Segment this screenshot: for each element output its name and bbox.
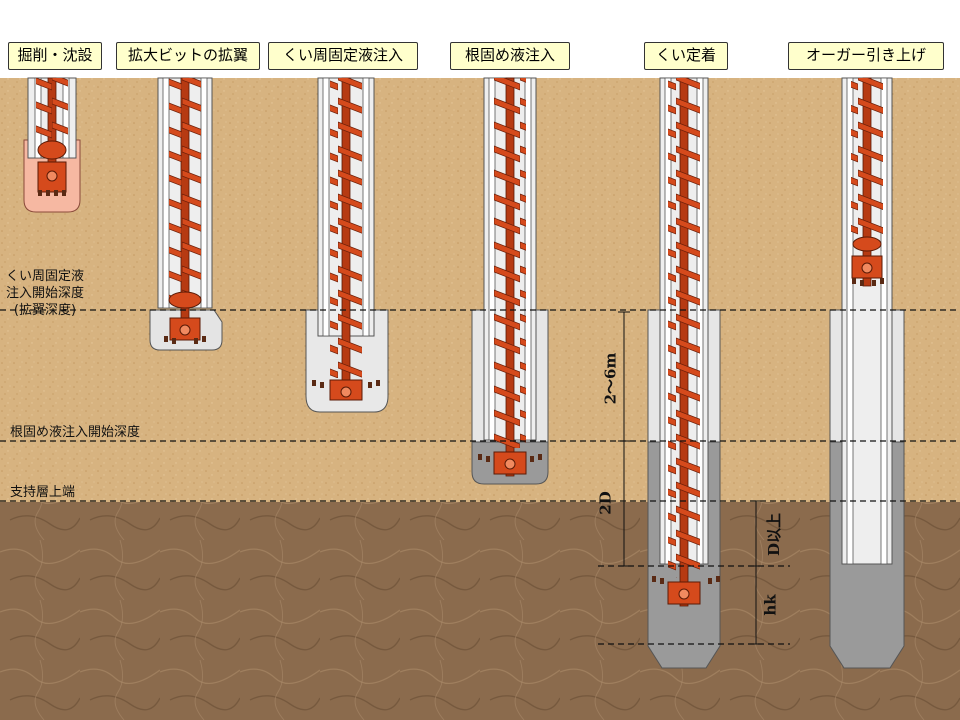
dimension-2-6m-label: 2～6m (601, 352, 620, 405)
step-label-bit-expansion: 拡大ビットの拡翼 (116, 42, 260, 70)
dimension-hk-label: hk (761, 594, 780, 616)
step-2-bit-expansion (149, 77, 223, 351)
dimension-2d-label: 2D (596, 491, 615, 515)
dimension-lines (618, 311, 762, 645)
pile-fixing-start-label-line2: 注入開始深度 (6, 286, 85, 301)
step-5-pile-settling (647, 77, 721, 669)
step-label-fixing-liquid: くい周固定液注入 (268, 42, 418, 70)
step-label-auger-lift: オーガー引き上げ (788, 42, 944, 70)
step-3-fixing-liquid (305, 77, 389, 413)
pile-fixing-start-label-line3: (拡翼深度) (13, 303, 77, 318)
step-4-root-liquid (471, 77, 549, 485)
step-1-drilling (23, 77, 81, 213)
step-label-drilling: 掘削・沈設 (8, 42, 102, 70)
pile-fixing-start-label-line1: くい周固定液 (6, 269, 85, 284)
step-6-auger-lift (829, 77, 905, 669)
step-label-pile-settling: くい定着 (644, 42, 728, 70)
dimension-d-or-more-label: D以上 (765, 512, 784, 557)
step-label-root-liquid: 根固め液注入 (450, 42, 570, 70)
bearing-layer (0, 502, 960, 720)
pile-fixing-start-label: くい周固定液 注入開始深度 (拡翼深度) (6, 268, 84, 319)
bearing-layer-top-label: 支持層上端 (10, 485, 76, 500)
root-solidifying-start-label: 根固め液注入開始深度 (10, 425, 141, 440)
